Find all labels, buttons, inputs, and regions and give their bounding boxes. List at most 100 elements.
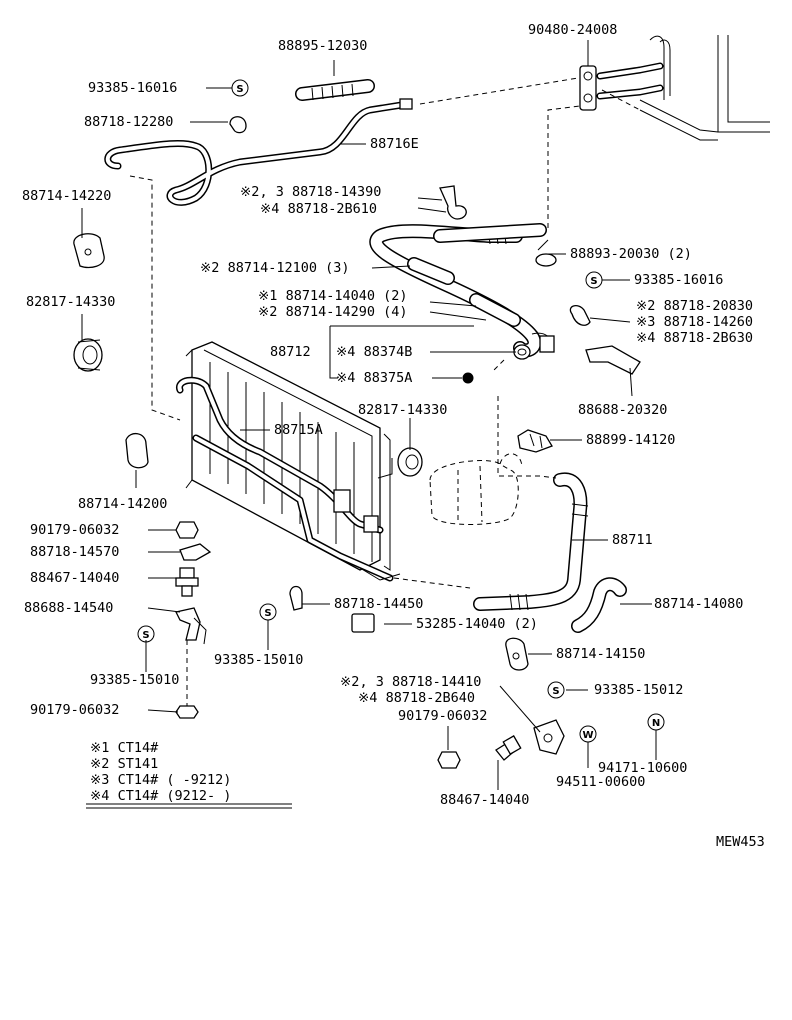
washer-symbol-w: W (579, 725, 597, 743)
label-90179-06032-a: 90179-06032 (30, 522, 119, 538)
label-88899-14120: 88899-14120 (586, 432, 675, 448)
label-82817-14330-b: 82817-14330 (358, 402, 447, 418)
pipe-88716e-part (104, 98, 413, 206)
washer-symbol-s-1: S (231, 79, 249, 97)
clamp-88893-part (535, 239, 557, 267)
svg-text:N: N (652, 718, 660, 729)
label-88467-14040-a: 88467-14040 (30, 570, 119, 586)
label-88718-2b610: ※4 88718-2B610 (260, 201, 377, 217)
clamp-88718-14390-part (439, 185, 467, 220)
sleeve-88714-12100-part (407, 257, 455, 285)
label-88718-14450: 88718-14450 (334, 596, 423, 612)
bracket-88718-14410-part (533, 719, 565, 755)
note-4: ※4 CT14# (9212- ) (90, 788, 231, 804)
clamp-88718-20830-part (569, 304, 591, 326)
label-93385-16016-a: 93385-16016 (88, 80, 177, 96)
clamp-88718-14450-part (289, 585, 303, 611)
applicability-notes: ※1 CT14# ※2 ST141 ※3 CT14# ( -9212) ※4 C… (86, 740, 292, 809)
label-93385-16016-b: 93385-16016 (634, 272, 723, 288)
leader-lines (81, 40, 657, 790)
label-88712: 88712 (270, 344, 311, 360)
label-82817-14330-a: 82817-14330 (26, 294, 115, 310)
label-88714-12100: ※2 88714-12100 (3) (200, 260, 349, 276)
evaporator-housing (639, 35, 770, 141)
label-88718-14410: ※2, 3 88718-14410 (340, 674, 481, 690)
svg-text:S: S (236, 84, 243, 95)
note-1: ※1 CT14# (90, 740, 159, 756)
clamp-88899-part (517, 429, 553, 453)
pressure-switch-88467-bottom-part (495, 735, 522, 761)
label-88688-14540: 88688-14540 (24, 600, 113, 616)
grommet-88714-14220-part (73, 233, 105, 269)
label-94511-00600: 94511-00600 (556, 774, 645, 790)
washer-symbol-s-2: S (585, 271, 603, 289)
washer-symbol-s-5: S (547, 681, 565, 699)
nut-90179-bottom-part (437, 751, 461, 769)
seal-82817-center-part (397, 447, 423, 477)
nut-90179-upper-part (175, 521, 199, 539)
label-90179-06032-b: 90179-06032 (30, 702, 119, 718)
label-93385-15012: 93385-15012 (594, 682, 683, 698)
label-88715a: 88715A (274, 422, 323, 438)
compressor-phantom (429, 453, 523, 525)
label-90179-06032-c: 90179-06032 (398, 708, 487, 724)
label-88895-12030: 88895-12030 (278, 38, 367, 54)
grommet-53285-part (351, 613, 375, 633)
label-88893-20030: 88893-20030 (2) (570, 246, 692, 262)
label-88718-14260: ※3 88718-14260 (636, 314, 753, 330)
label-88714-14040: ※1 88714-14040 (2) (258, 288, 407, 304)
svg-text:S: S (142, 630, 149, 641)
diagram-code: MEW453 (716, 834, 765, 850)
label-88714-14080: 88714-14080 (654, 596, 743, 612)
label-88718-2b640: ※4 88718-2B640 (358, 690, 475, 706)
nut-symbol-n: N (647, 713, 665, 731)
sleeve-88714-14040-part (469, 293, 521, 327)
label-88688-20320: 88688-20320 (578, 402, 667, 418)
expansion-fitting-part (579, 62, 664, 111)
label-88718-20830: ※2 88718-20830 (636, 298, 753, 314)
svg-text:S: S (590, 276, 597, 287)
discharge-hose-88711-part (473, 472, 589, 611)
label-88467-14040-b: 88467-14040 (440, 792, 529, 808)
grommet-88714-14200-part (125, 433, 149, 469)
svg-text:S: S (552, 686, 559, 697)
washer-symbol-s-4: S (137, 625, 155, 643)
label-93385-15010-a: 93385-15010 (214, 652, 303, 668)
label-53285-14040: 53285-14040 (2) (416, 616, 538, 632)
clamp-88718-12280-part (229, 116, 247, 134)
condenser-88715a-part (176, 341, 401, 582)
label-88375a: ※4 88375A (336, 370, 412, 386)
seal-82817-left-part (73, 338, 103, 372)
label-88718-12280: 88718-12280 (84, 114, 173, 130)
label-88374b: ※4 88374B (336, 344, 412, 360)
label-88714-14220: 88714-14220 (22, 188, 111, 204)
svg-text:S: S (264, 608, 271, 619)
washer-symbol-s-3: S (259, 603, 277, 621)
label-88716e: 88716E (370, 136, 419, 152)
note-2: ※2 ST141 (90, 756, 158, 772)
label-88714-14150: 88714-14150 (556, 646, 645, 662)
nut-90179-lower-part (175, 705, 199, 719)
bracket-88688-14540-part (175, 607, 207, 645)
hose-88895-part (295, 79, 375, 101)
label-88714-14290: ※2 88714-14290 (4) (258, 304, 407, 320)
svg-text:W: W (582, 730, 593, 741)
pressure-switch-88467-left-part (175, 567, 199, 597)
label-88718-14390: ※2, 3 88718-14390 (240, 184, 381, 200)
hose-88714-14080-part (571, 577, 627, 633)
o-ring-88375a-part (462, 372, 474, 384)
part-labels: 88895-12030 90480-24008 93385-16016 8871… (22, 22, 753, 808)
phantom-lines (129, 77, 641, 589)
clamp-88714-14150-part (505, 637, 529, 671)
label-94171-10600: 94171-10600 (598, 760, 687, 776)
note-3: ※3 CT14# ( -9212) (90, 772, 231, 788)
label-88711: 88711 (612, 532, 653, 548)
bracket-88688-20320-part (585, 345, 641, 375)
clamp-88718-14570-part (179, 543, 212, 561)
label-88714-14200: 88714-14200 (78, 496, 167, 512)
label-88718-2b630: ※4 88718-2B630 (636, 330, 753, 346)
label-90480-24008: 90480-24008 (528, 22, 617, 38)
o-ring-88374b-part (513, 344, 531, 360)
